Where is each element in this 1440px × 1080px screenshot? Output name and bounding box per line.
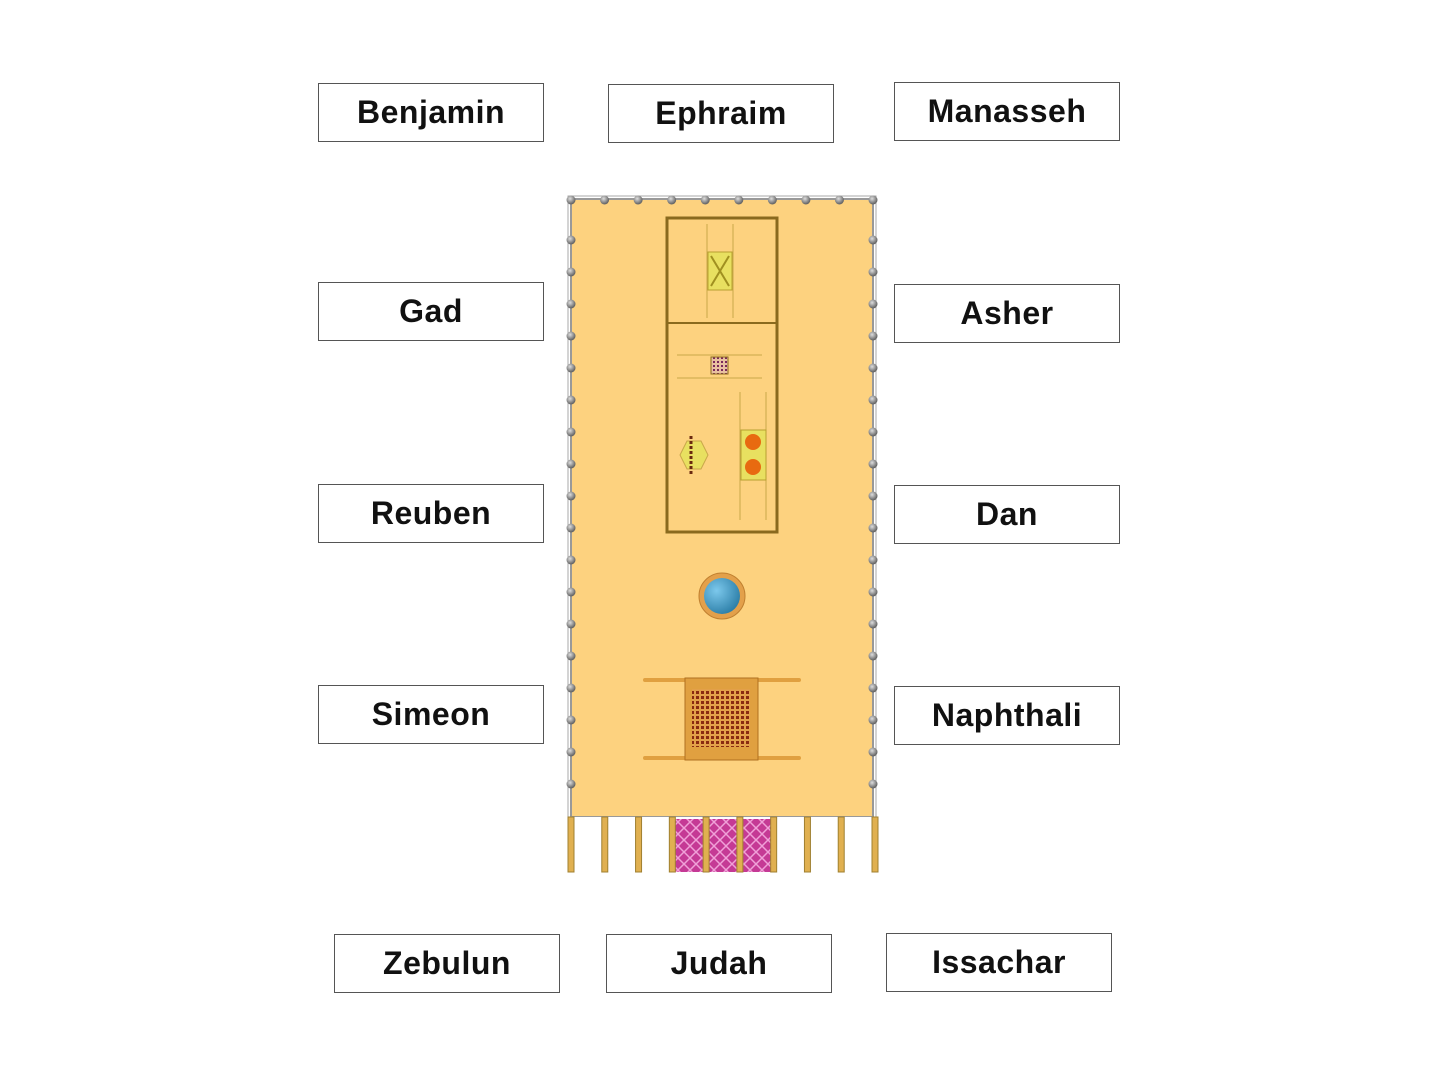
post-icon [566, 779, 576, 789]
post-icon [600, 195, 610, 205]
bronze-altar [643, 677, 801, 761]
post-icon [868, 195, 878, 205]
post-icon [868, 267, 878, 277]
post-icon [566, 459, 576, 469]
label-judah: Judah [606, 934, 832, 993]
post-icon [566, 331, 576, 341]
post-icon [834, 195, 844, 205]
post-icon [734, 195, 744, 205]
post-icon [667, 195, 677, 205]
post-icon [868, 427, 878, 437]
post-icon [868, 715, 878, 725]
post-icon [566, 195, 576, 205]
label-reuben: Reuben [318, 484, 544, 543]
post-icon [566, 363, 576, 373]
post-icon [868, 587, 878, 597]
post-icon [868, 651, 878, 661]
post-icon [566, 523, 576, 533]
gate-post [635, 816, 643, 873]
post-icon [566, 587, 576, 597]
gate-post [803, 816, 811, 873]
gate-posts [567, 816, 879, 873]
post-icon [566, 299, 576, 309]
post-icon [767, 195, 777, 205]
label-issachar: Issachar [886, 933, 1112, 992]
label-zebulun: Zebulun [334, 934, 560, 993]
table-of-showbread [679, 440, 709, 470]
post-icon [868, 299, 878, 309]
tent [665, 216, 779, 534]
gate-post [736, 816, 744, 873]
gate-post [601, 816, 609, 873]
post-icon [566, 555, 576, 565]
label-manasseh: Manasseh [894, 82, 1120, 141]
post-icon [566, 651, 576, 661]
post-icon [868, 747, 878, 757]
post-icon [566, 491, 576, 501]
post-icon [868, 363, 878, 373]
post-icon [868, 523, 878, 533]
post-icon [566, 619, 576, 629]
gate [571, 817, 873, 872]
post-icon [868, 619, 878, 629]
label-dan: Dan [894, 485, 1120, 544]
post-icon [566, 395, 576, 405]
label-simeon: Simeon [318, 685, 544, 744]
post-icon [868, 459, 878, 469]
altar-of-incense [710, 356, 729, 375]
gate-post [770, 816, 778, 873]
lampstand-light [745, 459, 761, 475]
post-icon [566, 715, 576, 725]
post-icon [566, 267, 576, 277]
gate-post [871, 816, 879, 873]
post-icon [868, 491, 878, 501]
gate-post [837, 816, 845, 873]
post-icon [566, 683, 576, 693]
post-icon [566, 427, 576, 437]
post-icon [700, 195, 710, 205]
post-icon [868, 235, 878, 245]
gate-post [702, 816, 710, 873]
post-icon [868, 395, 878, 405]
post-icon [868, 779, 878, 789]
courtyard-posts [566, 195, 878, 789]
post-icon [566, 235, 576, 245]
post-icon [633, 195, 643, 205]
post-icon [868, 331, 878, 341]
label-gad: Gad [318, 282, 544, 341]
gate-post [668, 816, 676, 873]
label-ephraim: Ephraim [608, 84, 834, 143]
gate-post [567, 816, 575, 873]
label-asher: Asher [894, 284, 1120, 343]
post-icon [801, 195, 811, 205]
post-icon [566, 747, 576, 757]
post-icon [868, 683, 878, 693]
label-benjamin: Benjamin [318, 83, 544, 142]
label-naphthali: Naphthali [894, 686, 1120, 745]
post-icon [868, 555, 878, 565]
lampstand-light [745, 434, 761, 450]
